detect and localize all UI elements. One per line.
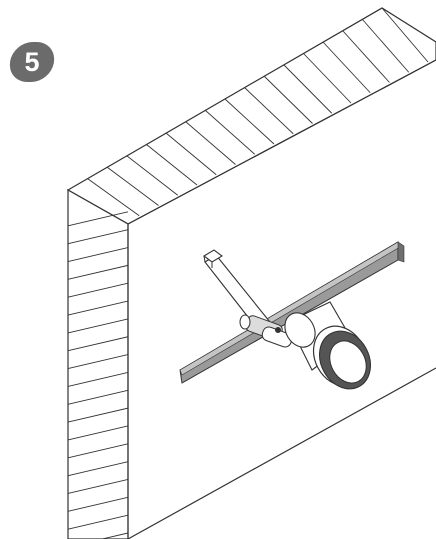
top-hatch-line (303, 53, 352, 104)
side-hatch-line (67, 247, 129, 262)
side-hatch-line (67, 371, 129, 387)
top-hatch-line (205, 110, 256, 155)
side-hatch-line (67, 496, 129, 512)
wall-top-surface (66, 7, 436, 227)
top-hatch-line (362, 19, 410, 73)
top-hatch-line (146, 144, 198, 186)
top-hatch-line (185, 121, 236, 165)
side-hatch-line (67, 443, 129, 459)
wall-side-surface (67, 188, 129, 539)
top-hatch-line (87, 178, 140, 217)
side-hatch-line (67, 318, 129, 334)
side-hatch-line (67, 211, 129, 227)
step-number-badge: 5 (6, 42, 58, 82)
top-hatch-line (283, 64, 333, 114)
side-hatch-line (67, 229, 129, 245)
top-hatch-line (381, 7, 429, 63)
top-hatch-line (244, 87, 294, 135)
side-hatch-line (67, 389, 129, 405)
core-drill-bit (284, 301, 371, 390)
top-hatch-line (342, 30, 390, 83)
step-number: 5 (24, 47, 40, 77)
side-hatch-line (67, 354, 129, 370)
top-hatch-line (224, 98, 275, 145)
top-hatch-line (165, 132, 217, 176)
top-hatch-line (263, 75, 313, 124)
top-hatch-line (322, 41, 371, 94)
side-hatch-line (67, 479, 129, 494)
side-hatch-line (100, 532, 129, 539)
side-hatch-line (67, 300, 129, 316)
side-hatch-line (67, 514, 129, 530)
wall-front-face (127, 59, 436, 539)
side-hatch-line (67, 461, 129, 477)
side-hatch-line (67, 407, 129, 423)
side-hatch-line (67, 425, 129, 441)
top-hatch-line (126, 155, 179, 196)
side-hatch-line (67, 336, 129, 352)
top-hatch-line (106, 166, 159, 206)
clamp-assembly (239, 314, 293, 348)
side-hatch-line (67, 282, 129, 298)
guide-rail (179, 241, 405, 384)
side-hatch-line (67, 264, 129, 280)
